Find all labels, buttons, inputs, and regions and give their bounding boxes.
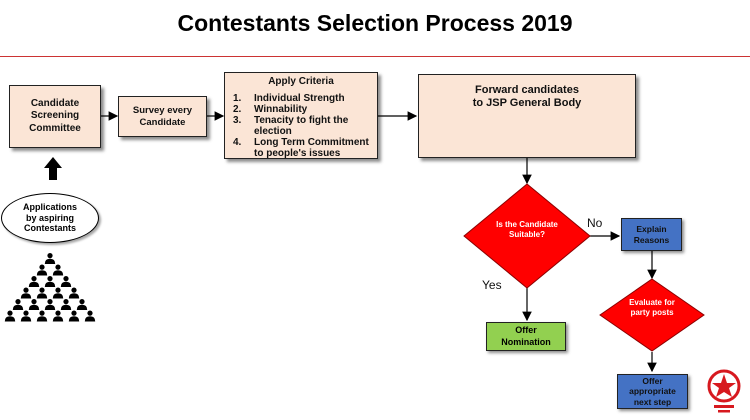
title-divider: [0, 56, 750, 57]
survey-box: Survey every Candidate: [118, 96, 207, 137]
offer-nomination-box: Offer Nomination: [486, 322, 566, 351]
person-icon: [28, 281, 40, 287]
offer-nomination-label: Offer Nomination: [501, 325, 551, 347]
person-icon: [71, 310, 77, 316]
screening-committee-box: Candidate Screening Committee: [9, 85, 101, 148]
forward-candidates-title: Forward candidates to JSP General Body: [419, 84, 635, 110]
up-arrow-icon: [44, 157, 62, 180]
person-icon: [12, 304, 24, 310]
decision-diamond-evaluate: [599, 278, 705, 352]
person-icon: [31, 299, 37, 305]
person-icon: [39, 287, 45, 293]
criteria-list: 1.Individual Strength 2.Winnability 3.Te…: [233, 93, 377, 159]
next-step-label: Offer appropriate next step: [629, 375, 676, 407]
person-icon: [44, 304, 56, 310]
person-icon: [63, 276, 69, 282]
person-icon: [36, 293, 48, 299]
person-icon: [44, 258, 56, 264]
forward-candidates-box: Forward candidates to JSP General Body: [418, 74, 636, 158]
person-icon: [52, 293, 64, 299]
person-icon: [4, 316, 16, 322]
person-icon: [52, 270, 64, 276]
person-icon: [87, 310, 93, 316]
person-icon: [55, 264, 61, 270]
person-icon: [44, 281, 56, 287]
no-label: No: [587, 216, 603, 230]
person-icon: [7, 310, 13, 316]
criteria-item: 3.Tenacity to fight the election: [233, 115, 349, 137]
decision-suitable-label: Is the Candidate Suitable?: [496, 220, 558, 239]
person-icon: [55, 287, 61, 293]
screening-committee-label: Candidate Screening Committee: [29, 97, 81, 134]
criteria-item: 4.Long Term Commitment to people's issue…: [233, 137, 369, 159]
person-icon: [68, 316, 80, 322]
explain-reasons-box: Explain Reasons: [621, 218, 682, 251]
person-icon: [28, 304, 40, 310]
criteria-item: 1.Individual Strength: [233, 93, 345, 104]
person-icon: [36, 316, 48, 322]
person-icon: [23, 310, 29, 316]
person-icon: [84, 316, 96, 322]
person-icon: [79, 299, 85, 305]
person-icon: [23, 287, 29, 293]
yes-label: Yes: [482, 278, 502, 292]
person-icon: [39, 264, 45, 270]
apply-criteria-box: Apply Criteria 1.Individual Strength 2.W…: [224, 72, 378, 159]
aspirants-pyramid-icon: [4, 253, 96, 322]
survey-label: Survey every Candidate: [132, 104, 193, 128]
applications-label: Applications by aspiring Contestants: [22, 201, 77, 234]
applications-ellipse: Applications by aspiring Contestants: [1, 193, 99, 243]
person-icon: [52, 316, 64, 322]
person-icon: [47, 253, 53, 259]
forward-line-1: Forward candidates: [475, 84, 579, 96]
person-icon: [68, 293, 80, 299]
person-icon: [15, 299, 21, 305]
person-icon: [47, 299, 53, 305]
party-logo-icon: [707, 369, 741, 413]
criteria-item: 2.Winnability: [233, 104, 308, 115]
person-icon: [36, 270, 48, 276]
person-icon: [47, 276, 53, 282]
next-step-box: Offer appropriate next step: [617, 374, 688, 409]
person-icon: [60, 281, 72, 287]
decision-diamond-suitable: [463, 183, 591, 289]
forward-line-2: to JSP General Body: [472, 97, 582, 109]
person-icon: [76, 304, 88, 310]
person-icon: [20, 316, 32, 322]
person-icon: [60, 304, 72, 310]
person-icon: [20, 293, 32, 299]
person-icon: [31, 276, 37, 282]
person-icon: [55, 310, 61, 316]
explain-reasons-label: Explain Reasons: [633, 223, 670, 245]
person-icon: [63, 299, 69, 305]
decision-evaluate-label: Evaluate for party posts: [629, 298, 675, 317]
person-icon: [71, 287, 77, 293]
apply-criteria-title: Apply Criteria: [268, 76, 334, 87]
person-icon: [39, 310, 45, 316]
page-title: Contestants Selection Process 2019: [177, 10, 573, 36]
